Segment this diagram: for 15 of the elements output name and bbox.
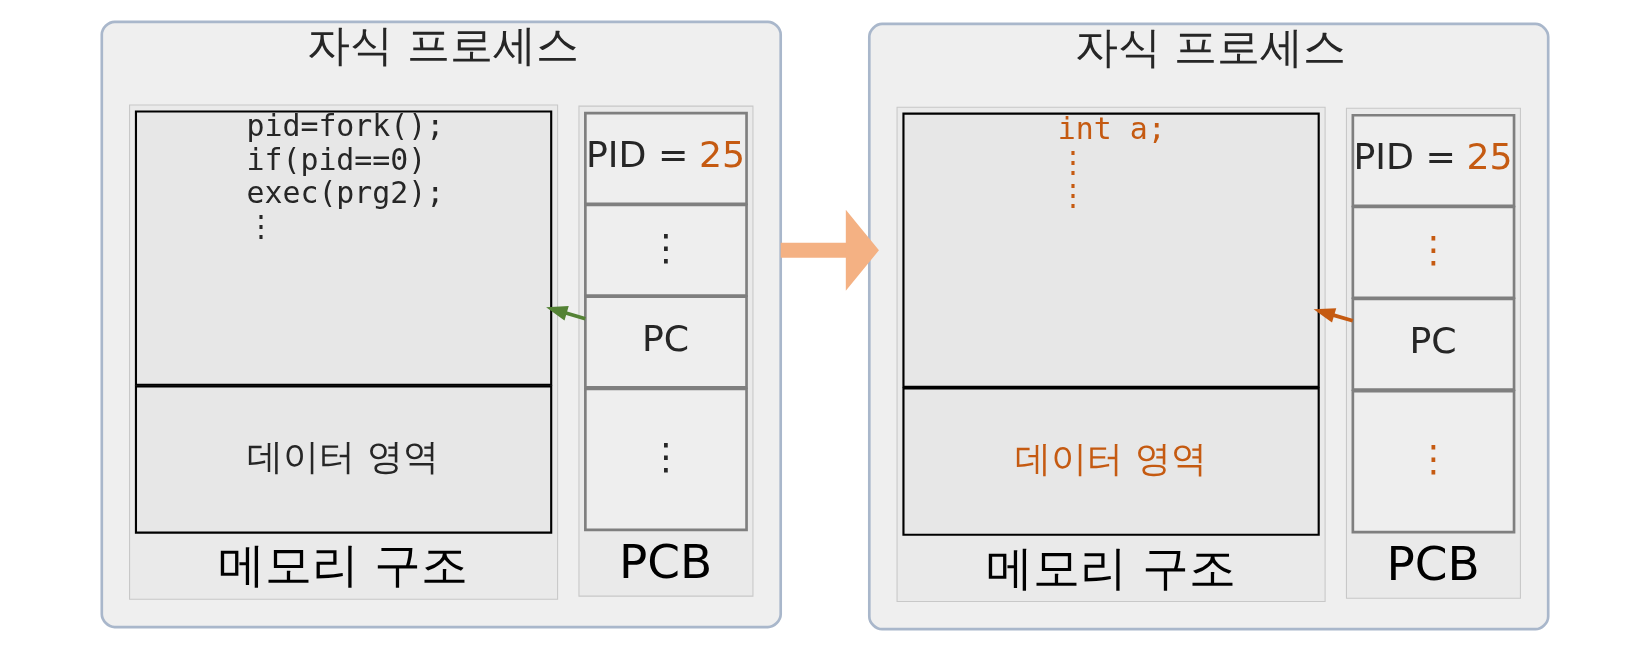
arrow <box>546 305 586 320</box>
node-box: PC <box>584 294 748 389</box>
node-box: ⋮ <box>1351 389 1516 533</box>
node-box: PID = 25 <box>1351 113 1516 207</box>
node-box: PC <box>1351 296 1516 391</box>
node-box: ⋮ <box>584 203 748 297</box>
arrow <box>780 209 879 291</box>
node-box: pid=fork(); if(pid==0) exec(prg2); ⋮ <box>134 109 553 386</box>
node-box: int a; ⋮ ⋮ <box>902 112 1320 388</box>
node-box: ⋮ <box>584 387 748 531</box>
arrow <box>1313 307 1354 323</box>
node-box: ⋮ <box>1351 205 1516 299</box>
node-box: 데이터 영역 <box>902 386 1320 536</box>
node-box: 데이터 영역 <box>134 384 553 534</box>
node-box: PID = 25 <box>584 111 748 205</box>
